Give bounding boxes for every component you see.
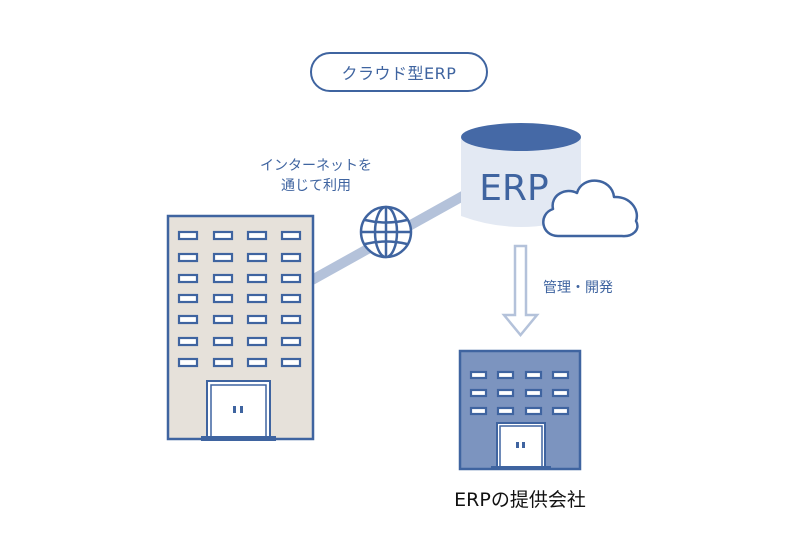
building-window (524, 388, 543, 398)
building-window (280, 357, 302, 368)
building-window (212, 230, 234, 241)
building-window (280, 293, 302, 304)
building-window (280, 252, 302, 263)
building-window (246, 230, 268, 241)
management-label: 管理・開発 (543, 280, 613, 296)
title-badge: クラウド型ERP (310, 52, 488, 92)
building-window (280, 314, 302, 325)
building-window (246, 252, 268, 263)
provider-windows (469, 370, 570, 416)
building-window (469, 388, 488, 398)
building-window (177, 357, 199, 368)
building-window (246, 336, 268, 347)
building-window (496, 388, 515, 398)
building-window (177, 230, 199, 241)
title-text: クラウド型ERP (341, 64, 457, 83)
client-doorstep (201, 436, 276, 441)
building-window (212, 252, 234, 263)
building-window (280, 336, 302, 347)
building-window (212, 336, 234, 347)
globe-icon (359, 205, 413, 259)
internet-label-line2: 通じて利用 (281, 178, 351, 194)
building-window (177, 314, 199, 325)
building-window (551, 406, 570, 416)
internet-usage-label: インターネットを 通じて利用 (236, 156, 396, 196)
building-window (177, 293, 199, 304)
internet-label-line1: インターネットを (260, 158, 372, 174)
building-window (496, 370, 515, 380)
client-windows (177, 230, 302, 368)
building-window (177, 273, 199, 284)
building-window (177, 252, 199, 263)
arrow-down-icon (501, 244, 540, 337)
building-window (177, 336, 199, 347)
client-building (166, 214, 315, 441)
building-window (469, 406, 488, 416)
provider-doorstep (491, 466, 551, 470)
building-window (551, 388, 570, 398)
building-window (551, 370, 570, 380)
building-window (280, 273, 302, 284)
building-window (212, 314, 234, 325)
building-window (246, 293, 268, 304)
database-label: ERP (479, 168, 548, 209)
provider-building (458, 349, 582, 471)
building-window (280, 230, 302, 241)
provider-label: ERPの提供会社 (454, 489, 586, 511)
building-window (524, 406, 543, 416)
cloud-icon (542, 179, 639, 238)
building-window (212, 273, 234, 284)
building-window (246, 357, 268, 368)
building-window (212, 357, 234, 368)
building-window (246, 314, 268, 325)
building-window (246, 273, 268, 284)
building-window (496, 406, 515, 416)
building-window (212, 293, 234, 304)
building-window (469, 370, 488, 380)
provider-door (496, 422, 546, 468)
erp-database: ERP (461, 123, 581, 227)
building-window (524, 370, 543, 380)
client-door (206, 380, 271, 438)
